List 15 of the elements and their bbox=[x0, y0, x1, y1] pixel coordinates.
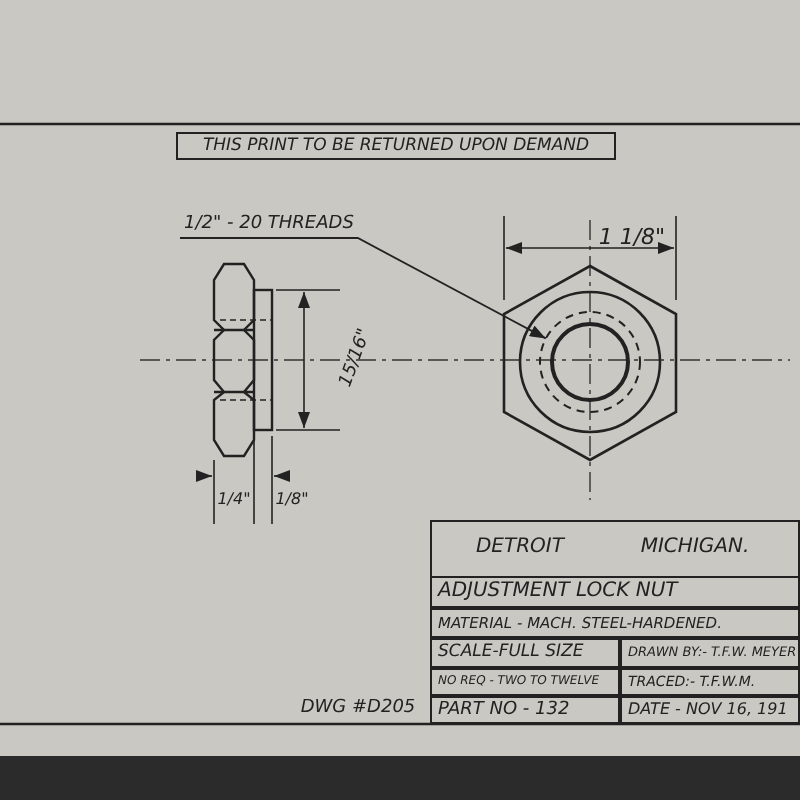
drawing-number: DWG #D205 bbox=[298, 696, 418, 720]
title-block-text: DETROIT bbox=[473, 534, 567, 562]
part-name-text: ADJUSTMENT LOCK NUT bbox=[430, 576, 800, 608]
dimension-text: 1 1/8" bbox=[596, 224, 668, 248]
dimension-text: 15/16" bbox=[333, 324, 377, 394]
leader-line bbox=[179, 237, 547, 340]
dimension-text: 1/4" bbox=[216, 488, 252, 512]
dimension-text: 1/8" bbox=[274, 488, 310, 512]
title-block-cell: PART NO - 132 bbox=[430, 696, 620, 724]
thread-callout-text: 1/2" - 20 THREADS bbox=[184, 216, 354, 234]
notice-text: THIS PRINT TO BE RETURNED UPON DEMAND bbox=[176, 132, 616, 160]
title-block-cell: SCALE-FULL SIZE bbox=[430, 638, 620, 668]
title-block-cell: DATE - NOV 16, 191 bbox=[620, 696, 800, 724]
title-block-text: MICHIGAN. bbox=[638, 534, 752, 562]
thread-circle bbox=[539, 311, 641, 413]
